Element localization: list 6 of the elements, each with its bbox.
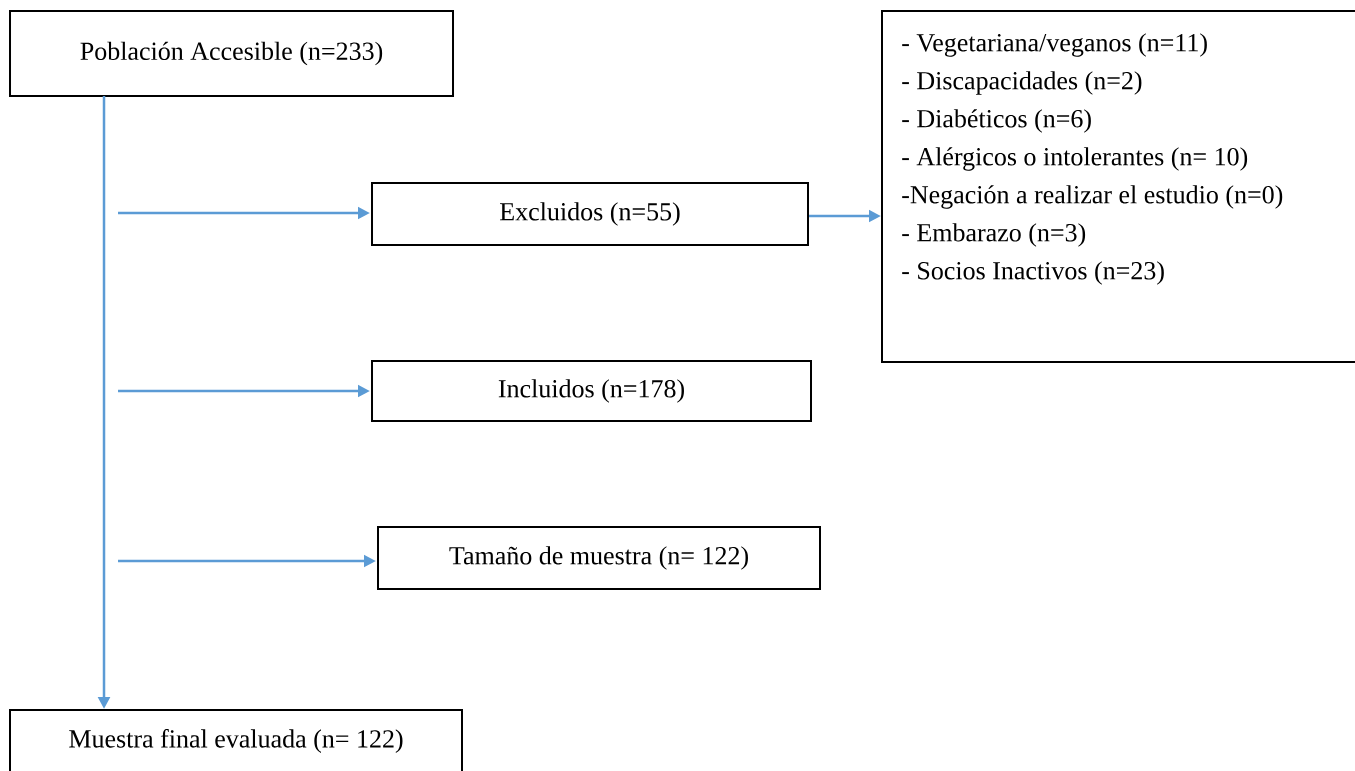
process-box: Incluidos (n=178) [371, 360, 812, 422]
process-box: Población Accesible (n=233) [9, 10, 454, 97]
process-box: Excluidos (n=55) [371, 182, 809, 246]
list-box: - Vegetariana/veganos (n=11) - Discapacidades (n=2) - Diabéticos (n=6) - Alérgicos o intolerantes (n= 10) -Negación a realizar el estudio (n=0) - Embarazo (n=3) - Socios Inactivos (n=23) [881, 10, 1355, 363]
process-box: Tamaño de muestra (n= 122) [377, 526, 821, 590]
process-box: Muestra final evaluada (n= 122) [9, 709, 463, 771]
